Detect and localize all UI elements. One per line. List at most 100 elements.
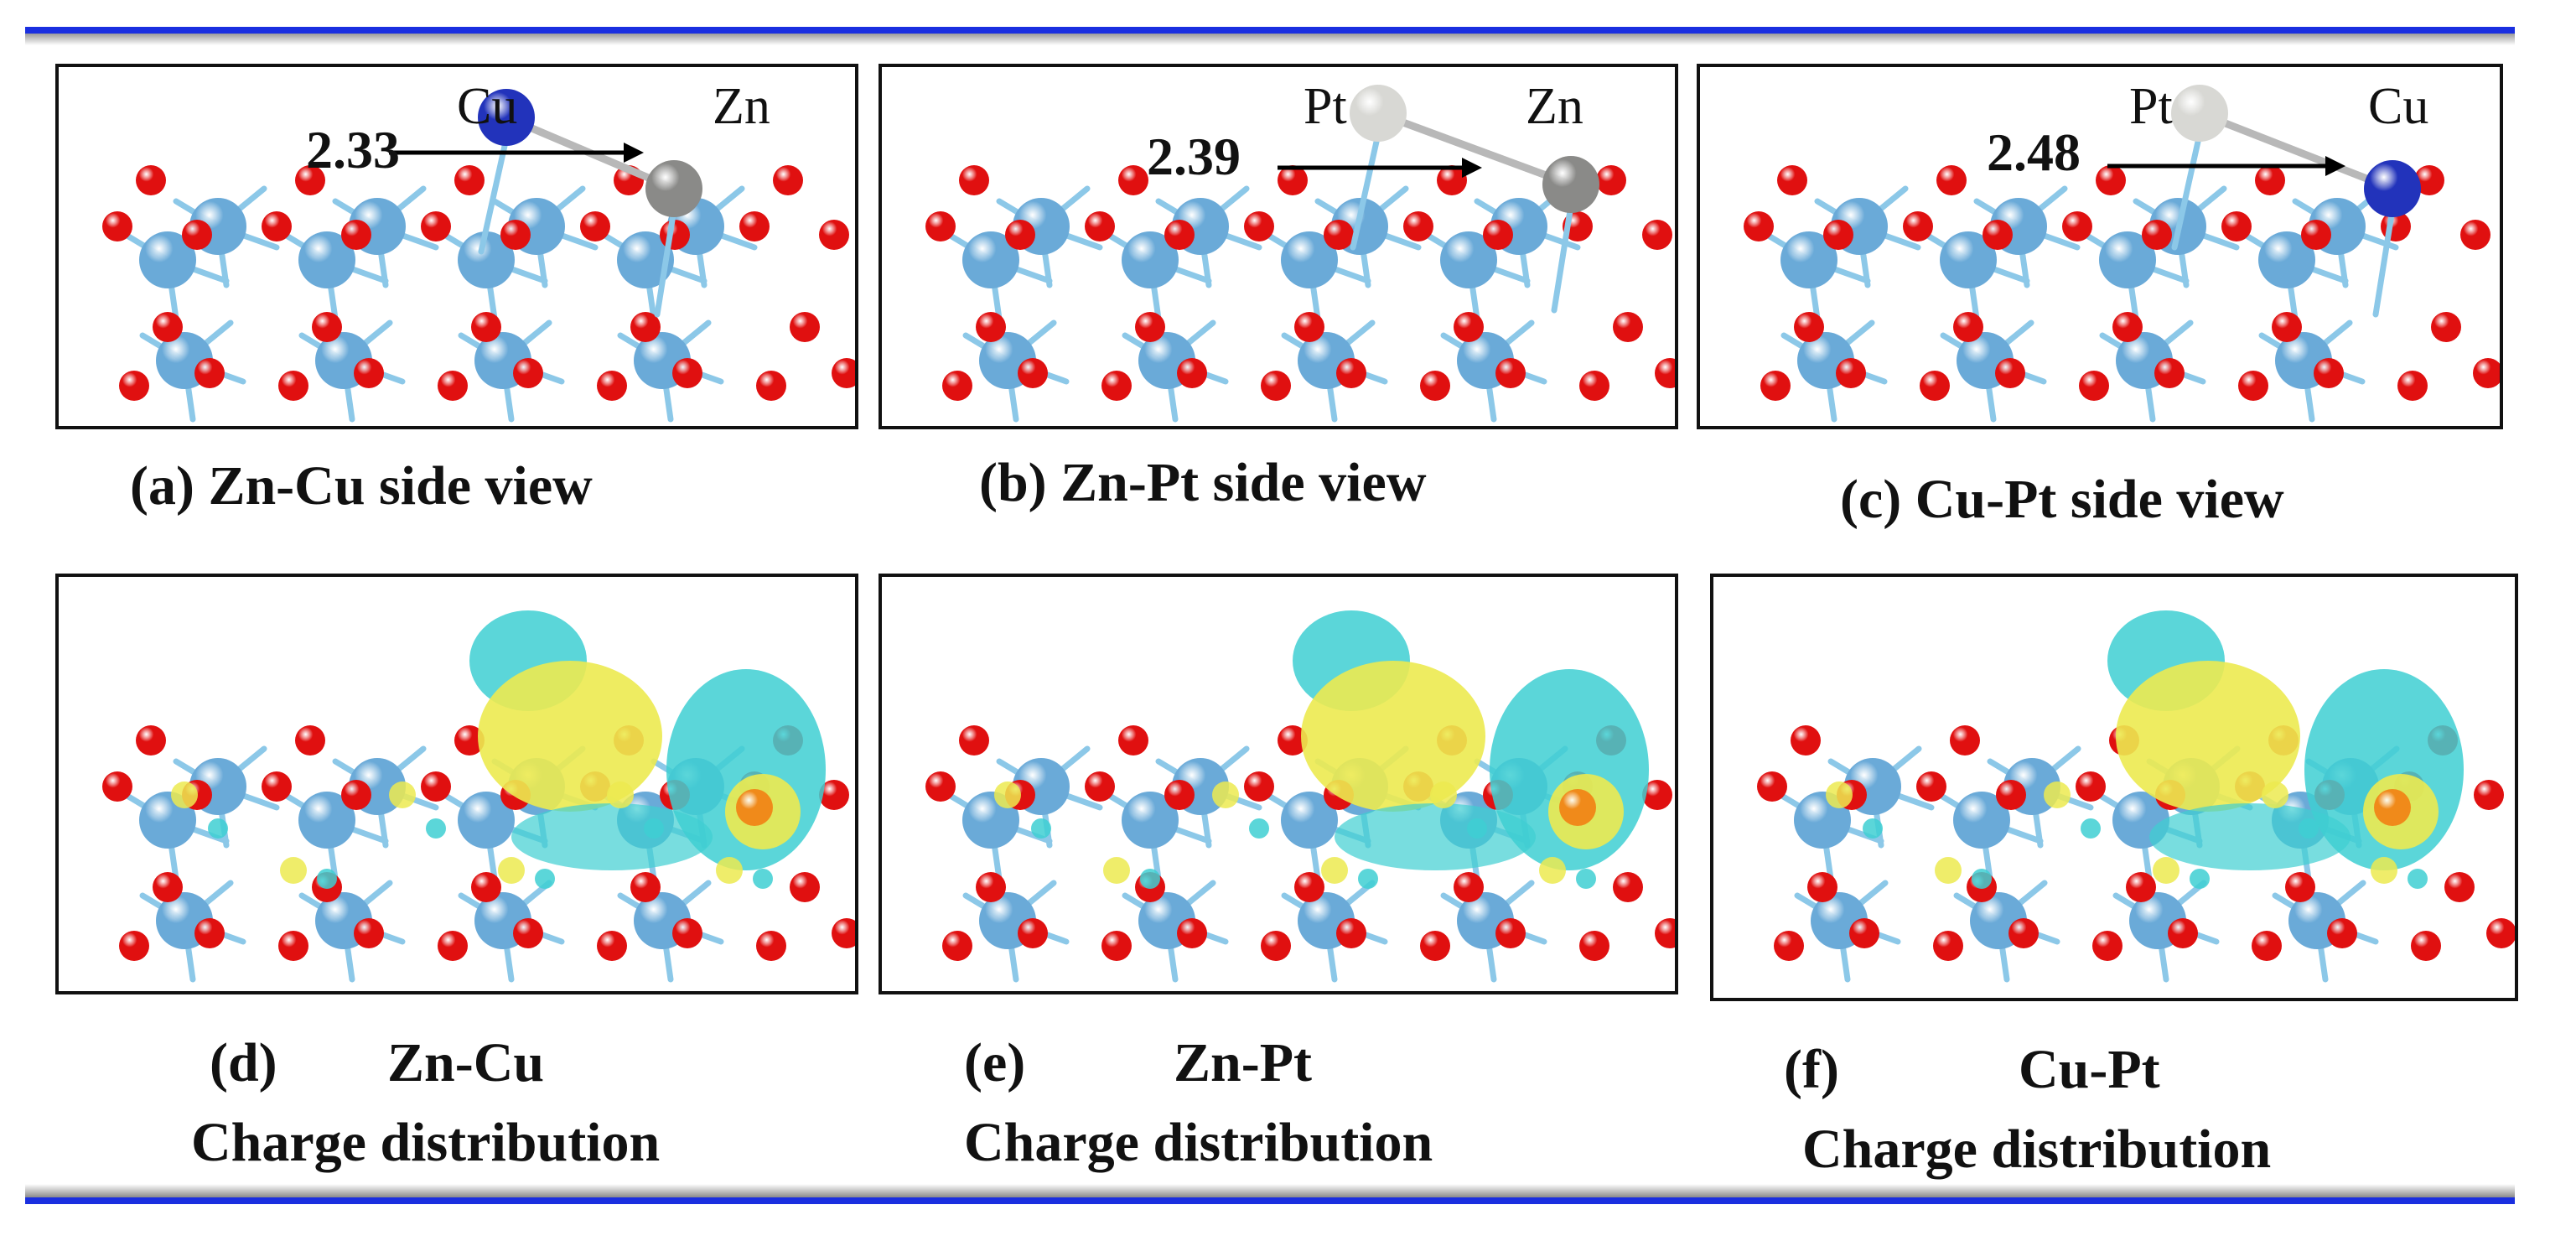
distance-arrow-head [1462,158,1482,178]
oxygen-atom [2327,918,2357,948]
oxygen-atom [597,931,627,961]
charge-depletion-blob [1467,818,1487,839]
titanium-atom [1440,231,1497,288]
oxygen-atom [1579,931,1609,961]
titanium-atom [2099,231,2156,288]
titanium-atom [1281,792,1338,849]
oxygen-atom [153,872,183,902]
caption-f-letter: (f) [1784,1039,1839,1100]
oxygen-atom [2168,918,2198,948]
oxygen-atom [2221,211,2252,241]
bond-distance-label: 2.33 [306,120,400,179]
adsorbate-atom [1542,156,1599,213]
charge-accumulation-blob [2371,857,2397,884]
oxygen-atom [756,931,786,961]
oxygen-atom [2473,358,2500,388]
oxygen-atom [2154,358,2185,388]
charge-depletion-blob [426,818,446,839]
oxygen-atom [1744,211,1774,241]
oxygen-atom [630,312,661,342]
oxygen-atom [471,312,501,342]
oxygen-atom [2092,931,2122,961]
oxygen-atom [1933,931,1963,961]
charge-accumulation-blob [1212,781,1239,808]
oxygen-atom [354,918,384,948]
oxygen-atom [1437,165,1467,195]
charge-accumulation-region [478,661,662,812]
charge-accumulation-blob [280,857,307,884]
oxygen-atom [1823,220,1853,250]
adsorbate-support-bond [478,135,510,255]
bottom-rule-shadow [25,1184,2515,1197]
oxygen-atom [1294,312,1324,342]
panel-d-charge [55,574,858,994]
caption-e-letter: (e) [964,1032,1026,1093]
oxygen-atom [2079,371,2109,401]
oxygen-atom [976,872,1006,902]
oxygen-atom [819,220,849,250]
oxygen-atom [1596,165,1626,195]
caption-b: (b) Zn-Pt side view [979,452,1427,513]
atom-label-zn: Zn [1526,78,1583,135]
titanium-atom [1122,792,1179,849]
oxygen-atom [790,312,820,342]
oxygen-atom [2076,771,2106,802]
titanium-atom [1780,231,1837,288]
oxygen-atom [630,872,661,902]
bond-distance-label: 2.39 [1147,127,1241,186]
charge-accumulation-blob [1321,857,1348,884]
surface-structure-a [102,89,855,423]
oxygen-atom [925,211,956,241]
oxygen-atom [942,931,972,961]
charge-accumulation-blob [1935,857,1962,884]
charge-depletion-region [511,803,713,870]
oxygen-atom [832,918,855,948]
oxygen-atom [1454,872,1484,902]
caption-f-line2: Charge distribution [1802,1119,2272,1180]
oxygen-atom [2474,780,2504,810]
oxygen-atom [1495,918,1526,948]
charge-accumulation-region [2116,661,2300,812]
adsorbate-support-bond [654,206,677,318]
charge-depletion-blob [535,869,555,889]
charge-depletion-blob [2299,818,2319,839]
oxygen-atom [1579,371,1609,401]
oxygen-atom [1135,312,1165,342]
oxygen-atom [2486,918,2515,948]
oxygen-atom [2126,872,2156,902]
adsorbate-atom [1350,85,1407,142]
oxygen-atom [2252,931,2282,961]
oxygen-atom [102,211,132,241]
charge-accumulation-blob [2044,781,2071,808]
charge-depletion-blob [1358,869,1378,889]
oxygen-atom [1244,771,1274,802]
charge-accumulation-blob [607,781,634,808]
charge-accumulation-blob [1539,857,1566,884]
oxygen-atom [262,771,292,802]
oxygen-atom [262,211,292,241]
oxygen-atom [295,165,325,195]
charge-depletion-blob [1863,818,1883,839]
oxygen-atom [136,165,166,195]
oxygen-atom [1403,211,1433,241]
oxygen-atom [119,371,149,401]
charge-accumulation-blob [994,781,1021,808]
oxygen-atom [2314,358,2344,388]
adsorbate-atom [2364,160,2421,217]
charge-accumulation-blob [716,857,743,884]
oxygen-atom [153,312,183,342]
oxygen-atom [1613,312,1643,342]
oxygen-atom [942,371,972,401]
oxygen-atom [454,725,485,756]
oxygen-atom [1642,780,1672,810]
oxygen-atom [2096,165,2126,195]
oxygen-atom [672,358,702,388]
oxygen-atom [959,165,989,195]
oxygen-atom [1005,220,1035,250]
oxygen-atom [1483,220,1513,250]
surface-structure-b [925,85,1675,423]
oxygen-atom [1085,771,1115,802]
surface-structure-c [1744,85,2500,423]
oxygen-atom [1953,312,1983,342]
oxygen-atom [1920,371,1950,401]
